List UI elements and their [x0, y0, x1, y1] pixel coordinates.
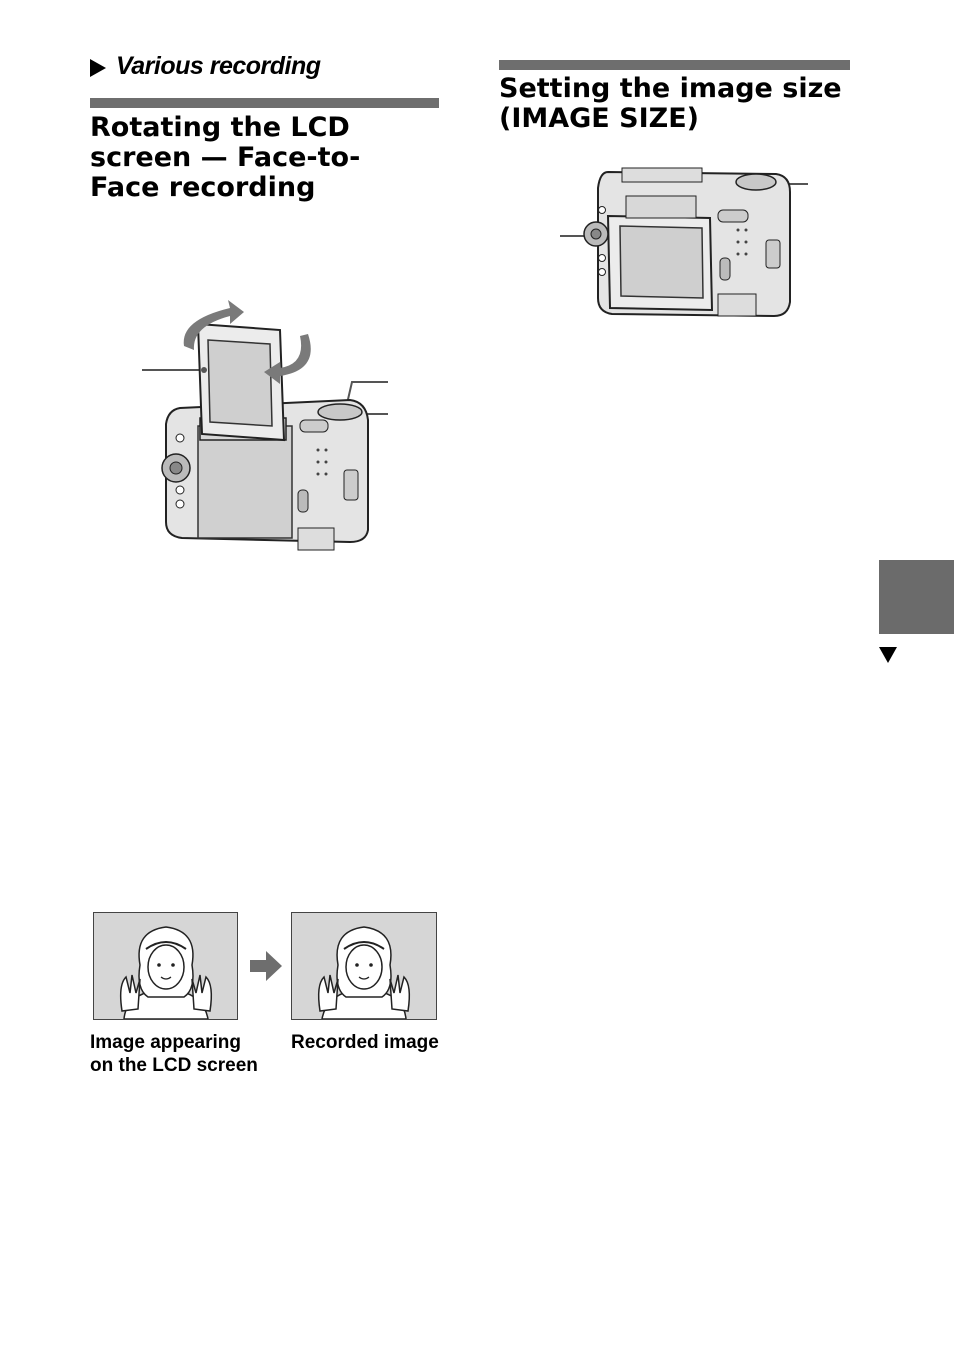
recorded-image-caption: Recorded image [291, 1032, 439, 1053]
right-heading-rule [499, 60, 850, 70]
right-heading-line-1: Setting the image size [499, 73, 842, 104]
camera-rotating-lcd-illustration [142, 300, 388, 551]
lcd-image-caption-line-2: on the LCD screen [90, 1055, 258, 1076]
camera-back-illustration [560, 167, 808, 318]
lcd-image-caption-line-1: Image appearing [90, 1032, 241, 1053]
person-waving-illustration [317, 926, 411, 1020]
left-heading-line-1: Rotating the LCD [90, 112, 350, 143]
left-heading-line-2: screen — Face-to- [90, 142, 361, 173]
right-heading-line-2: (IMAGE SIZE) [499, 103, 700, 134]
lcd-screen-image [93, 912, 238, 1020]
left-heading-line-3: Face recording [90, 172, 316, 203]
arrow-right-icon [250, 951, 282, 981]
right-heading: Setting the image size (IMAGE SIZE) [499, 74, 879, 134]
triangle-down-icon [879, 647, 897, 663]
chapter-side-tab [879, 560, 954, 634]
person-waving-illustration [119, 926, 213, 1020]
left-heading: Rotating the LCD screen — Face-to- Face … [90, 113, 450, 203]
section-label: Various recording [116, 52, 321, 80]
recorded-image [291, 912, 437, 1020]
lcd-image-caption: Image appearing on the LCD screen [90, 1031, 260, 1077]
section-tag: Various recording [90, 52, 321, 81]
left-heading-rule [90, 98, 439, 108]
triangle-right-icon [90, 58, 106, 77]
